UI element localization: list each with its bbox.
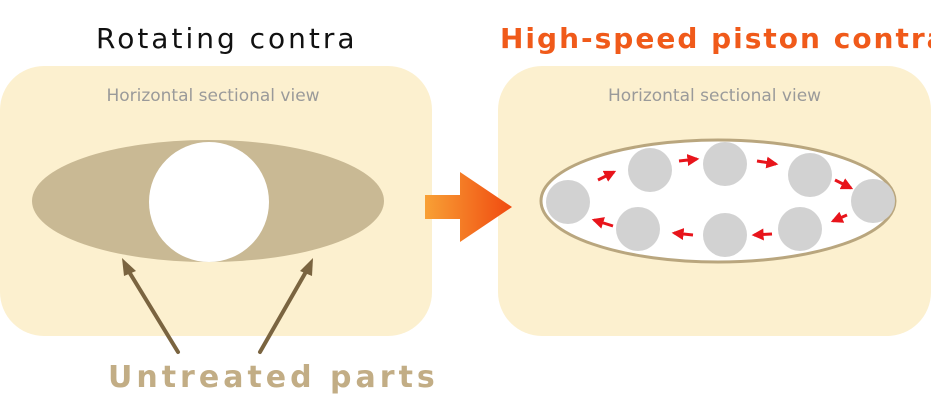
motion-arrow — [678, 154, 700, 167]
pistons — [546, 142, 895, 257]
piston-ball — [546, 180, 590, 224]
motion-arrow — [751, 228, 773, 241]
big-transition-arrow — [425, 172, 512, 242]
high-speed-piston-contra-title: High-speed piston contra — [500, 22, 931, 55]
piston-view-label: Horizontal sectional view — [607, 86, 822, 106]
rotating-view-label: Horizontal sectional view — [106, 86, 320, 106]
piston-ball — [703, 142, 747, 186]
motion-arrow — [834, 178, 854, 190]
piston-ball — [616, 207, 660, 251]
motion-arrow — [597, 170, 617, 182]
untreated-pointer-arrow-right — [258, 258, 313, 354]
motion-arrow — [830, 211, 848, 223]
rotating-contra-title: Rotating contra — [96, 22, 358, 55]
motion-arrow — [756, 156, 779, 169]
rotating-center-void — [149, 142, 269, 262]
untreated-parts-caption: Untreated parts — [108, 360, 439, 395]
untreated-pointer-arrow-left — [122, 258, 180, 354]
piston-ball — [851, 179, 895, 223]
piston-ball — [788, 153, 832, 197]
piston-ball — [628, 148, 672, 192]
piston-ball — [703, 213, 747, 257]
motion-arrow — [591, 217, 614, 229]
piston-ball — [778, 207, 822, 251]
piston-motion-arrows — [591, 154, 854, 241]
motion-arrow — [671, 228, 694, 240]
